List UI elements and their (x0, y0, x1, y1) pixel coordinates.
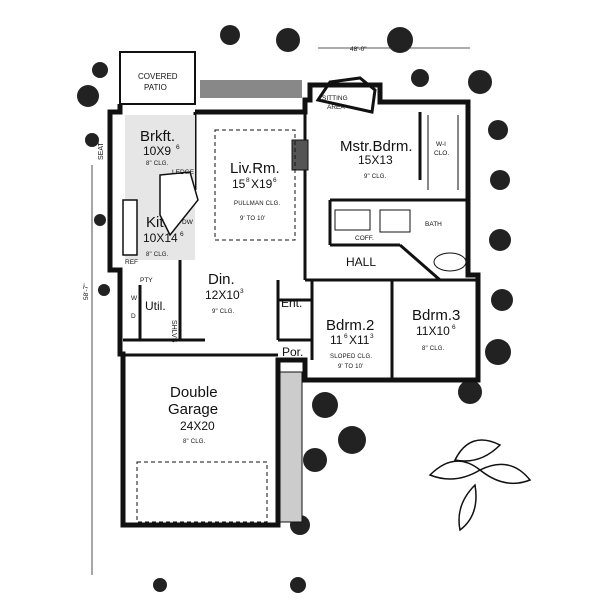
front-walk (279, 371, 303, 523)
living-name: Liv.Rm. (230, 160, 280, 177)
dining-name: Din. (208, 271, 235, 288)
closet-shelves (427, 115, 459, 190)
garage-name-1: Double (170, 384, 218, 401)
garden-leaves (428, 439, 532, 532)
shrub (290, 577, 306, 593)
shrub (490, 170, 510, 190)
breakfast-ceiling: 8" CLG. (146, 161, 169, 167)
sitting-area-label-1: SITTING (322, 95, 348, 102)
master-ceiling: 9" CLG. (364, 174, 387, 180)
shrub (312, 392, 338, 418)
overall-width: 48'-0" (350, 46, 367, 53)
living-size-mid: X19 (251, 177, 273, 191)
shrub (303, 448, 327, 472)
shrub (387, 27, 413, 53)
breakfast-size-sup: 6 (176, 144, 180, 151)
dining-size-sup: 3 (240, 288, 244, 295)
washer-label: W (131, 295, 138, 302)
shrub (468, 70, 492, 94)
bedroom2-size-sup-1: 6 (344, 333, 348, 340)
pantry-label: PTY (140, 277, 153, 284)
shrub (220, 25, 240, 45)
sitting-area-bay (315, 76, 377, 114)
bedroom3-size: 11X10 (416, 324, 450, 338)
walk-in-closet-label-1: W-I (436, 141, 446, 148)
master-name: Mstr.Bdrm. (340, 138, 413, 155)
bedroom3-ceiling: 8" CLG. (422, 346, 445, 352)
utility-label: Util. (145, 299, 166, 313)
kitchen-size-sup: 6 (180, 231, 184, 238)
bath-label: BATH (425, 221, 442, 228)
shrub (85, 133, 99, 147)
kitchen-name: Kit. (146, 214, 168, 231)
living-ceiling-1: PULLMAN CLG. (234, 201, 281, 207)
porch-label: Por. (282, 345, 303, 359)
shrub (488, 120, 508, 140)
landscaping (77, 25, 513, 593)
entry-label: Ent. (281, 296, 302, 310)
shrub (153, 578, 167, 592)
shrub (458, 380, 482, 404)
shrub (77, 85, 99, 107)
covered-patio-label-1: COVERED (138, 72, 178, 81)
pullman-ceiling-outline (214, 129, 296, 241)
breakfast-size: 10X9 (143, 144, 171, 158)
dryer-label: D (131, 313, 136, 320)
bath-tub (433, 252, 467, 272)
garage-name-2: Garage (168, 401, 218, 418)
bath-fixture (379, 209, 411, 233)
garage-size: 24X20 (180, 419, 215, 433)
shrub (94, 214, 106, 226)
bedroom2-ceiling-2: 9' TO 10' (338, 364, 364, 370)
bedroom3-size-sup: 6 (452, 324, 456, 331)
bath-vanity (334, 209, 371, 231)
bedroom2-name: Bdrm.2 (326, 317, 374, 334)
refrigerator-label: REF (125, 259, 138, 266)
living-size: 15 (232, 177, 246, 191)
walk-in-closet-label-2: CLO. (434, 150, 449, 157)
shrub (489, 229, 511, 251)
kitchen-counter (122, 171, 199, 256)
breakfast-name: Brkft. (140, 128, 175, 145)
overall-depth: 58'-7" (83, 283, 90, 300)
shrub (276, 28, 300, 52)
hall-label: HALL (346, 255, 376, 269)
bedroom2-size-sup-2: 3 (370, 333, 374, 340)
bedroom2-size-mid: X11 (349, 333, 370, 347)
dining-size: 12X10 (205, 288, 240, 302)
dishwasher-label: DW (182, 219, 194, 226)
shrub (92, 62, 108, 78)
shrub (338, 426, 366, 454)
exterior-walls (107, 82, 481, 528)
bedroom2-ceiling-1: SLOPED CLG. (330, 354, 372, 360)
kitchen-ceiling: 8" CLG. (146, 252, 169, 258)
shrub (491, 289, 513, 311)
kitchen-size: 10X14 (143, 231, 178, 245)
shrub (411, 69, 429, 87)
ledge-label: LEDGE (172, 169, 195, 176)
garage-ceiling: 8" CLG. (183, 439, 206, 445)
seat-label: SEAT (98, 142, 105, 160)
living-ceiling-2: 9' TO 10' (240, 216, 266, 222)
dining-ceiling: 9" CLG. (212, 309, 235, 315)
garage-door-track (136, 461, 268, 523)
bedroom2-size: 11 (330, 333, 343, 347)
coffer-label: COFF. (355, 235, 374, 242)
shrub (485, 339, 511, 365)
fireplace (291, 139, 309, 171)
living-size-sup-1: 8 (246, 177, 250, 184)
bedroom3-name: Bdrm.3 (412, 307, 460, 324)
shrub (98, 284, 110, 296)
hedge (200, 80, 302, 98)
living-size-sup-2: 6 (273, 177, 277, 184)
sitting-area-label-2: AREA (327, 104, 345, 111)
covered-patio (119, 51, 196, 105)
covered-patio-label-2: PATIO (144, 83, 167, 92)
shelves-label: SHLVS (170, 320, 177, 343)
master-size: 15X13 (358, 153, 393, 167)
dimension-lines (91, 47, 470, 575)
